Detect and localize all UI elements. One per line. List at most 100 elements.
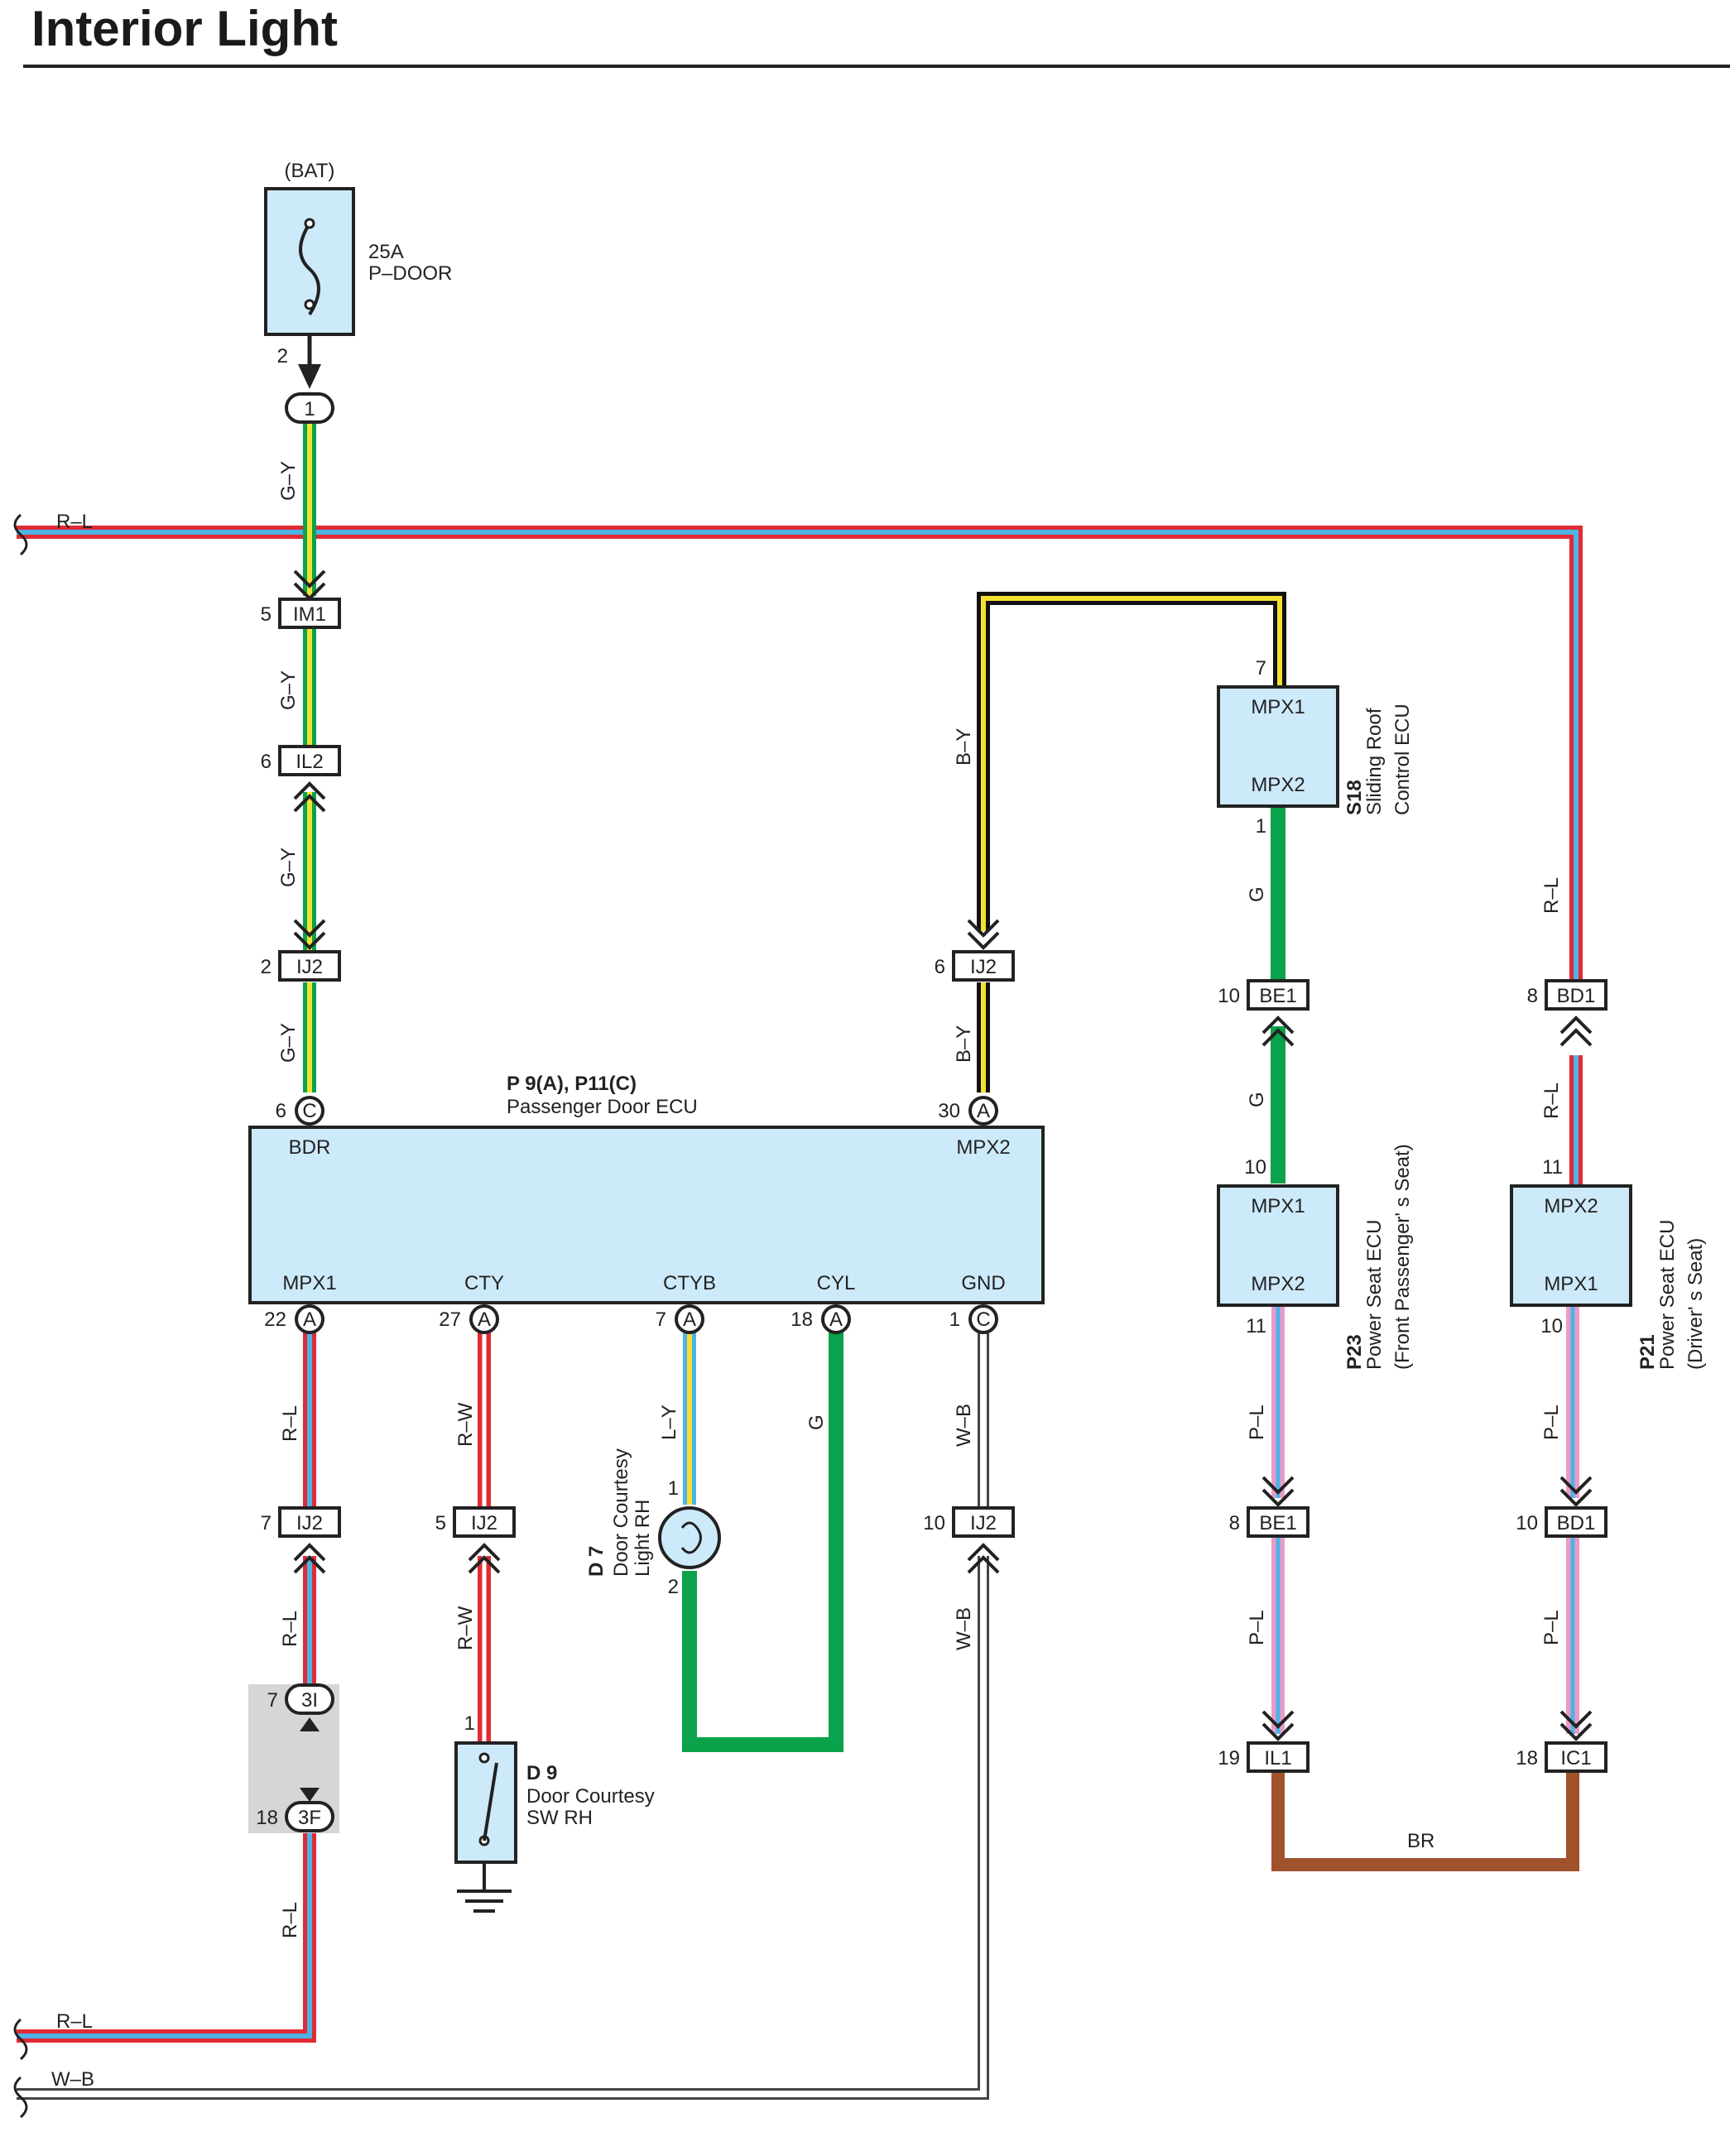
label-by-1: B–Y xyxy=(953,728,975,766)
svg-text:D 9: D 9 xyxy=(526,1762,557,1784)
svg-text:A: A xyxy=(829,1308,843,1331)
label-rl-1: R–L xyxy=(279,1405,301,1442)
svg-text:BDR: BDR xyxy=(289,1136,331,1159)
svg-text:S18: S18 xyxy=(1343,780,1366,815)
label-by-2: B–Y xyxy=(953,1025,975,1063)
label-wb-1: W–B xyxy=(953,1404,975,1447)
connector-ic1: IC1 18 xyxy=(1516,1710,1607,1773)
svg-text:1: 1 xyxy=(668,1477,679,1500)
svg-text:18: 18 xyxy=(256,1807,278,1829)
fuse-icon xyxy=(299,222,320,316)
svg-text:3I: 3I xyxy=(301,1689,318,1712)
label-pl-2: P–L xyxy=(1246,1610,1268,1645)
svg-text:Power Seat ECU: Power Seat ECU xyxy=(1656,1220,1679,1370)
svg-text:IJ2: IJ2 xyxy=(970,956,997,978)
svg-text:P23: P23 xyxy=(1343,1334,1366,1370)
label-g-cyl: G xyxy=(805,1414,828,1430)
label-rl-right-1: R–L xyxy=(1540,877,1563,914)
fuse-rating: 25A xyxy=(368,241,404,263)
svg-text:MPX2: MPX2 xyxy=(1251,1273,1305,1295)
label-ly: L–Y xyxy=(658,1405,680,1440)
passenger-door-ecu: P 9(A), P11(C) Passenger Door ECU C 6 A … xyxy=(248,1073,1045,1334)
connector-ij2-mpx: IJ2 6 xyxy=(935,919,1015,982)
label-pl-3: P–L xyxy=(1540,1405,1563,1440)
svg-text:C: C xyxy=(976,1308,990,1331)
svg-text:IJ2: IJ2 xyxy=(970,1512,997,1534)
label-pl-1: P–L xyxy=(1246,1405,1268,1440)
svg-text:IL2: IL2 xyxy=(296,751,323,773)
connector-ij2-rl: IJ2 7 xyxy=(261,1506,341,1574)
svg-text:30: 30 xyxy=(938,1100,960,1122)
wire-rl-bottom xyxy=(17,1332,316,2043)
d7-door-courtesy-light: 1 2 D 7 Door Courtesy Light RH xyxy=(585,1448,721,1598)
svg-text:MPX1: MPX1 xyxy=(1544,1273,1598,1295)
svg-text:11: 11 xyxy=(1246,1315,1266,1337)
svg-text:3F: 3F xyxy=(298,1807,321,1829)
svg-text:10: 10 xyxy=(1540,1315,1563,1337)
label-wb-2: W–B xyxy=(953,1607,975,1650)
connector-il2: IL2 6 xyxy=(261,745,341,813)
svg-text:8: 8 xyxy=(1229,1512,1240,1534)
label-br: BR xyxy=(1407,1830,1434,1852)
wire-wb xyxy=(17,1332,989,2100)
svg-text:BD1: BD1 xyxy=(1557,985,1596,1007)
wire-by xyxy=(977,592,1286,1092)
svg-text:MPX1: MPX1 xyxy=(1251,1195,1305,1217)
connector-ij2-rw: IJ2 5 xyxy=(435,1506,516,1574)
svg-text:18: 18 xyxy=(1516,1747,1538,1769)
svg-text:Power Seat ECU: Power Seat ECU xyxy=(1363,1220,1386,1370)
label-rl-3: R–L xyxy=(279,1902,301,1938)
svg-text:7: 7 xyxy=(1256,657,1266,679)
fuse-name: P–DOOR xyxy=(368,262,452,285)
connector-bd1-top: BD1 8 xyxy=(1527,979,1607,1047)
label-rl-top: R–L xyxy=(56,511,93,533)
break-marks xyxy=(13,513,28,2119)
svg-text:1: 1 xyxy=(1256,815,1266,838)
ground-icon xyxy=(457,1890,512,1913)
connector-im1: IM1 5 xyxy=(261,569,341,629)
svg-text:P21: P21 xyxy=(1636,1334,1659,1370)
label-rl-right-2: R–L xyxy=(1540,1083,1563,1119)
wires xyxy=(17,420,1583,2100)
svg-text:D 7: D 7 xyxy=(585,1546,608,1577)
svg-text:2: 2 xyxy=(668,1576,679,1598)
svg-text:IC1: IC1 xyxy=(1560,1747,1591,1769)
svg-text:Sliding Roof: Sliding Roof xyxy=(1363,708,1386,815)
switch-icon xyxy=(483,1762,498,1841)
fuse-connector: 1 xyxy=(304,398,315,420)
svg-text:2: 2 xyxy=(261,956,272,978)
svg-text:10: 10 xyxy=(1516,1512,1538,1534)
svg-text:IJ2: IJ2 xyxy=(471,1512,497,1534)
connector-ij2-left: IJ2 2 xyxy=(261,919,341,982)
svg-text:5: 5 xyxy=(261,603,272,626)
svg-text:(Front Passenger' s Seat): (Front Passenger' s Seat) xyxy=(1391,1144,1414,1370)
svg-text:6: 6 xyxy=(276,1100,286,1122)
svg-text:IJ2: IJ2 xyxy=(296,956,323,978)
connector-be1-bottom: BE1 8 xyxy=(1229,1476,1310,1538)
fuse-block: (BAT) 25A P–DOOR 2 1 xyxy=(264,160,452,424)
svg-text:10: 10 xyxy=(1244,1156,1266,1179)
svg-text:5: 5 xyxy=(435,1512,446,1534)
fuse-pin: 2 xyxy=(277,345,288,367)
wire-g-cyl xyxy=(682,1332,843,1752)
svg-text:22: 22 xyxy=(264,1308,286,1331)
label-rw-2: R–W xyxy=(454,1606,477,1650)
svg-text:Door Courtesy: Door Courtesy xyxy=(526,1785,655,1808)
label-gy-1: G–Y xyxy=(277,461,300,501)
svg-text:A: A xyxy=(977,1100,990,1122)
d9-door-courtesy-switch: 1 D 9 Door Courtesy SW RH xyxy=(454,1712,655,1913)
connector-bd1-bottom: BD1 10 xyxy=(1516,1476,1607,1538)
s18-sliding-roof-ecu: 7 MPX1 MPX2 1 S18 Sliding Roof Control E… xyxy=(1217,657,1414,838)
label-gy-2: G–Y xyxy=(277,670,300,710)
svg-text:6: 6 xyxy=(261,751,272,773)
connector-be1-top: BE1 10 xyxy=(1218,979,1310,1047)
svg-text:MPX2: MPX2 xyxy=(956,1136,1010,1159)
svg-text:BE1: BE1 xyxy=(1259,1512,1296,1534)
svg-text:IJ2: IJ2 xyxy=(296,1512,323,1534)
svg-text:IM1: IM1 xyxy=(293,603,326,626)
wire-br xyxy=(1271,1771,1579,1871)
svg-text:7: 7 xyxy=(656,1308,666,1331)
label-gy-3: G–Y xyxy=(277,848,300,887)
page-title: Interior Light xyxy=(31,1,338,56)
